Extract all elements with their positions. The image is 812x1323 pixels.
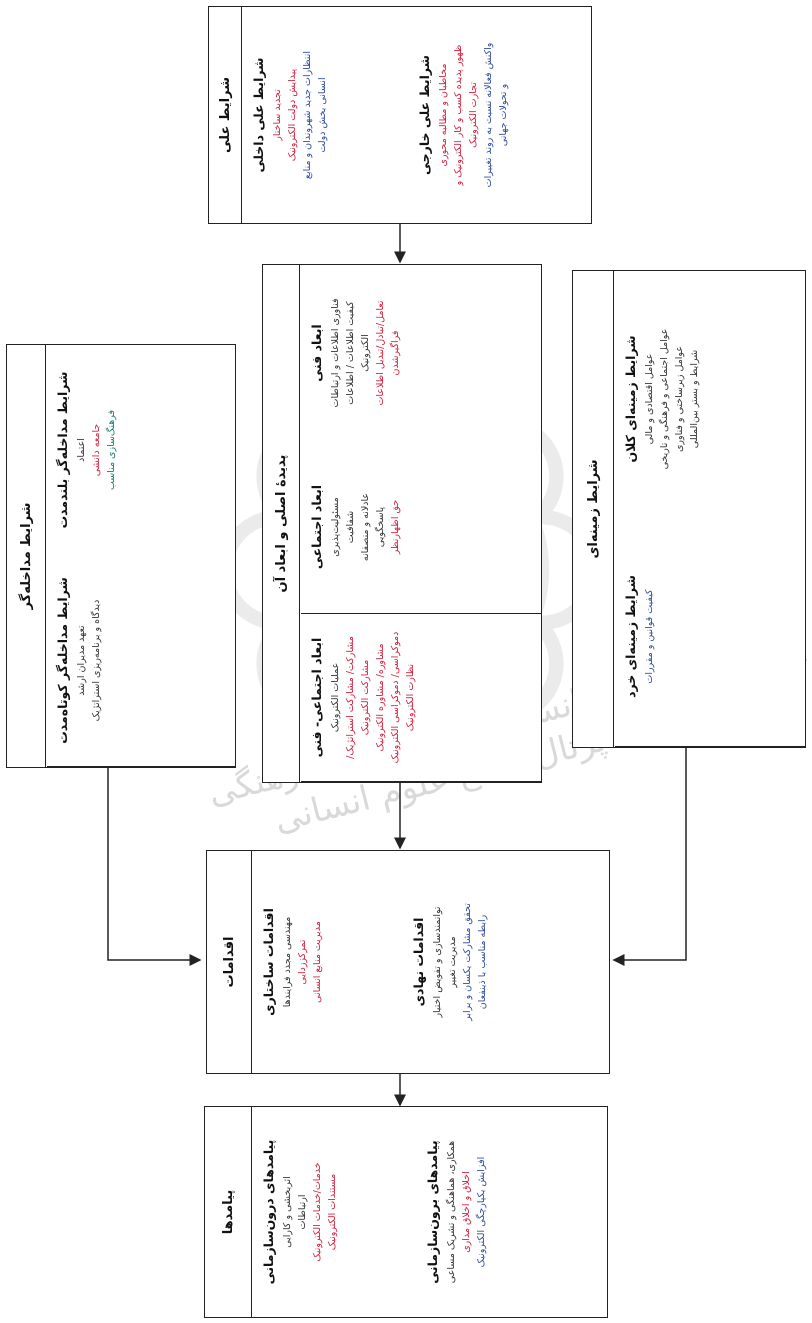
context-macro-title: شرایط زمینه‌ای کلان: [623, 335, 638, 463]
outcomes-internal: پیامدهای درون‌سازمانی اثربخشی و کارایی ا…: [253, 1107, 419, 1317]
core-social-item: پاسخگویی: [375, 506, 386, 548]
context-macro-item: عوامل اقتصادی و مالی: [644, 353, 655, 445]
outcomes-internal-title: پیامدهای درون‌سازمانی: [261, 1139, 276, 1285]
actions-institutional-title: اقدامات نهادی: [411, 917, 426, 1007]
context-macro-item: شرایط و بستر بین‌المللی: [689, 349, 700, 449]
outcomes-title: پیامدها: [205, 1107, 252, 1317]
core-social-item: شفافیت: [345, 510, 356, 544]
intervening-long-item: جامعه دانشی: [91, 423, 102, 477]
actions-structural-item: مهندسی مجدد فرایندها: [282, 916, 293, 1008]
causal-external-item: و تحولات جهانی: [498, 83, 509, 147]
intervening-short-item: تعهد مدیران ارشد: [76, 625, 87, 696]
causal-external-item: تجارت الکترونیک: [468, 82, 479, 148]
actions-structural-item: تمرکززدایی: [297, 939, 308, 985]
core-social-item: مسئولیت‌پذیری: [330, 497, 341, 557]
core-technical-item: فراگیرشدن: [390, 330, 401, 376]
intervening-short: شرایط مداخله‌گر کوتاه‌مدت تعهد مدیران ار…: [47, 555, 235, 767]
core-technical-title: ابعاد فنی: [309, 324, 324, 382]
core-social-title: ابعاد اجتماعی: [309, 484, 324, 570]
core-socio-tech-item: نظارت الکترونیک: [405, 663, 416, 732]
causal-internal: شرایط علی داخلی تجدید ساختار پیدایش دولت…: [243, 7, 413, 223]
actions-box: اقدامات اقدامات ساختاری مهندسی مجدد فرای…: [206, 850, 610, 1074]
context-macro-item: عوامل زیرساختی و فناوری: [674, 345, 685, 453]
core-socio-tech-title: ابعاد اجتماعی- فنی: [309, 637, 324, 758]
arrow-intervening-to-actions: [107, 768, 202, 966]
outcomes-internal-item: ارتباطات: [297, 1194, 308, 1230]
causal-internal-item: انتظارات جدید شهروندان و منابع: [302, 50, 313, 180]
outcomes-external: پیامدهای برون‌سازمانی همکاری، هماهنگی و …: [417, 1107, 607, 1317]
actions-structural-title: اقدامات ساختاری: [261, 908, 276, 1016]
context-macro: شرایط زمینه‌ای کلان عوامل اقتصادی و مالی…: [615, 271, 805, 527]
core-social-item: عادلانه و منصفانه: [360, 492, 371, 562]
causal-title: شرایط علی: [209, 7, 242, 223]
causal-external: شرایط علی خارجی مخاطبان و مطالبه محوری ظ…: [409, 7, 591, 223]
actions-title: اقدامات: [207, 851, 252, 1073]
outcomes-external-item: همکاری، هماهنگی و تشریک مساعی: [446, 1140, 457, 1284]
context-micro: شرایط زمینه‌ای خرد کیفیت قوانین و مقررات: [615, 527, 805, 747]
causal-external-title: شرایط علی خارجی: [417, 55, 432, 175]
core-socio-tech-item: مشارکت الکترونیک: [360, 659, 371, 736]
context-micro-title: شرایط زمینه‌ای خرد: [623, 575, 638, 698]
core-socio-tech-item: دموکراسی/ دموکراسی الکترونیک: [390, 631, 401, 764]
outcomes-internal-item: اثربخشی و کارایی: [282, 1176, 293, 1248]
actions-institutional: اقدامات نهادی توانمندسازی و تفویض اختیار…: [403, 851, 609, 1073]
core-phenomenon-box: پدیدهٔ اصلی و ابعاد آن ابعاد اجتماعی- فن…: [262, 264, 542, 783]
intervening-title: شرایط مداخله‌گر: [7, 345, 46, 767]
core-technical-item: کیفیت اطلاعات / اطلاعات: [345, 301, 356, 405]
core-socio-tech-item: عملیات الکترونیک: [330, 662, 341, 733]
causal-internal-title: شرایط علی داخلی: [251, 57, 266, 173]
actions-institutional-item: مدیریت تغییر: [447, 936, 458, 988]
outcomes-box: پیامدها پیامدهای درون‌سازمانی اثربخشی و …: [204, 1106, 608, 1318]
actions-institutional-item: رابطه مناسب با ذینفعان: [477, 914, 488, 1010]
contextual-conditions-box: شرایط زمینه‌ای شرایط زمینه‌ای خرد کیفیت …: [572, 270, 806, 748]
context-micro-item: کیفیت قوانین و مقررات: [644, 589, 655, 684]
causal-internal-item: تجدید ساختار: [272, 89, 283, 141]
intervening-long-title: شرایط مداخله‌گر بلندمدت: [55, 371, 70, 529]
causal-conditions-box: شرایط علی شرایط علی داخلی تجدید ساختار پ…: [208, 6, 592, 224]
causal-internal-item: پیدایش دولت الکترونیک: [287, 68, 298, 162]
outcomes-external-item: اخلاق و اخلاق مداری: [461, 1171, 472, 1253]
intervening-long: شرایط مداخله‌گر بلندمدت اعتماد جامعه دان…: [47, 345, 235, 555]
core-technical-item: الکترونیک: [360, 334, 371, 372]
core-socio-tech-item: مشارکت/ مشارکت استراتژیک/: [345, 636, 356, 759]
actions-institutional-item: تحقق مشارکت یکسان و برابر: [462, 903, 473, 1021]
outcomes-internal-item: مستندات الکترونیک: [327, 1173, 338, 1251]
core-socio-technical: ابعاد اجتماعی- فنی عملیات الکترونیک مشار…: [301, 614, 541, 782]
context-macro-item: عوامل اجتماعی و فرهنگی و تاریخی: [659, 328, 670, 470]
causal-external-item: ظهور پدیده کسب و کار الکترونیک و: [453, 44, 464, 186]
outcomes-external-title: پیامدهای برون‌سازمانی: [425, 1140, 440, 1284]
intervening-short-item: دیدگاه و برنامه‌ریزی استراتژیک: [91, 599, 102, 722]
core-title: پدیدهٔ اصلی و ابعاد آن: [263, 265, 300, 782]
core-technical-item: تعامل/تبادل/تبدیل اطلاعات: [375, 300, 386, 406]
intervening-conditions-box: شرایط مداخله‌گر شرایط مداخله‌گر کوتاه‌مد…: [6, 344, 236, 768]
core-socio-tech-item: مشاوره/ مشاوره الکترونیک: [375, 643, 386, 752]
causal-external-item: مخاطبان و مطالبه محوری: [438, 63, 449, 167]
actions-institutional-item: توانمندسازی و تفویض اختیار: [432, 906, 443, 1018]
intervening-short-title: شرایط مداخله‌گر کوتاه‌مدت: [55, 577, 70, 744]
causal-external-item: واکنش فعالانه نسبت به روند تغییرات: [483, 42, 494, 188]
outcomes-internal-item: خدمات/خدمات الکترونیک: [312, 1162, 323, 1262]
intervening-long-item: فرهنگ‌سازی مناسب: [106, 409, 117, 491]
actions-structural-item: مدیریت منابع انسانی: [312, 921, 323, 1003]
core-social: ابعاد اجتماعی مسئولیت‌پذیری شفافیت عادلا…: [301, 441, 541, 614]
core-technical: ابعاد فنی فناوری اطلاعات و ارتباطات کیفی…: [301, 265, 541, 441]
arrow-context-to-actions: [612, 748, 687, 966]
intervening-long-item: اعتماد: [76, 438, 87, 462]
core-technical-item: فناوری اطلاعات و ارتباطات: [330, 298, 341, 408]
context-title: شرایط زمینه‌ای: [573, 271, 614, 747]
outcomes-external-item: افزایش یکپارچگی الکترونیک: [476, 1156, 487, 1268]
actions-structural: اقدامات ساختاری مهندسی مجدد فرایندها تمر…: [253, 851, 407, 1073]
core-social-item: حق اظهارنظر: [390, 499, 401, 555]
causal-internal-item: انسانی بخش دولت: [317, 77, 328, 153]
